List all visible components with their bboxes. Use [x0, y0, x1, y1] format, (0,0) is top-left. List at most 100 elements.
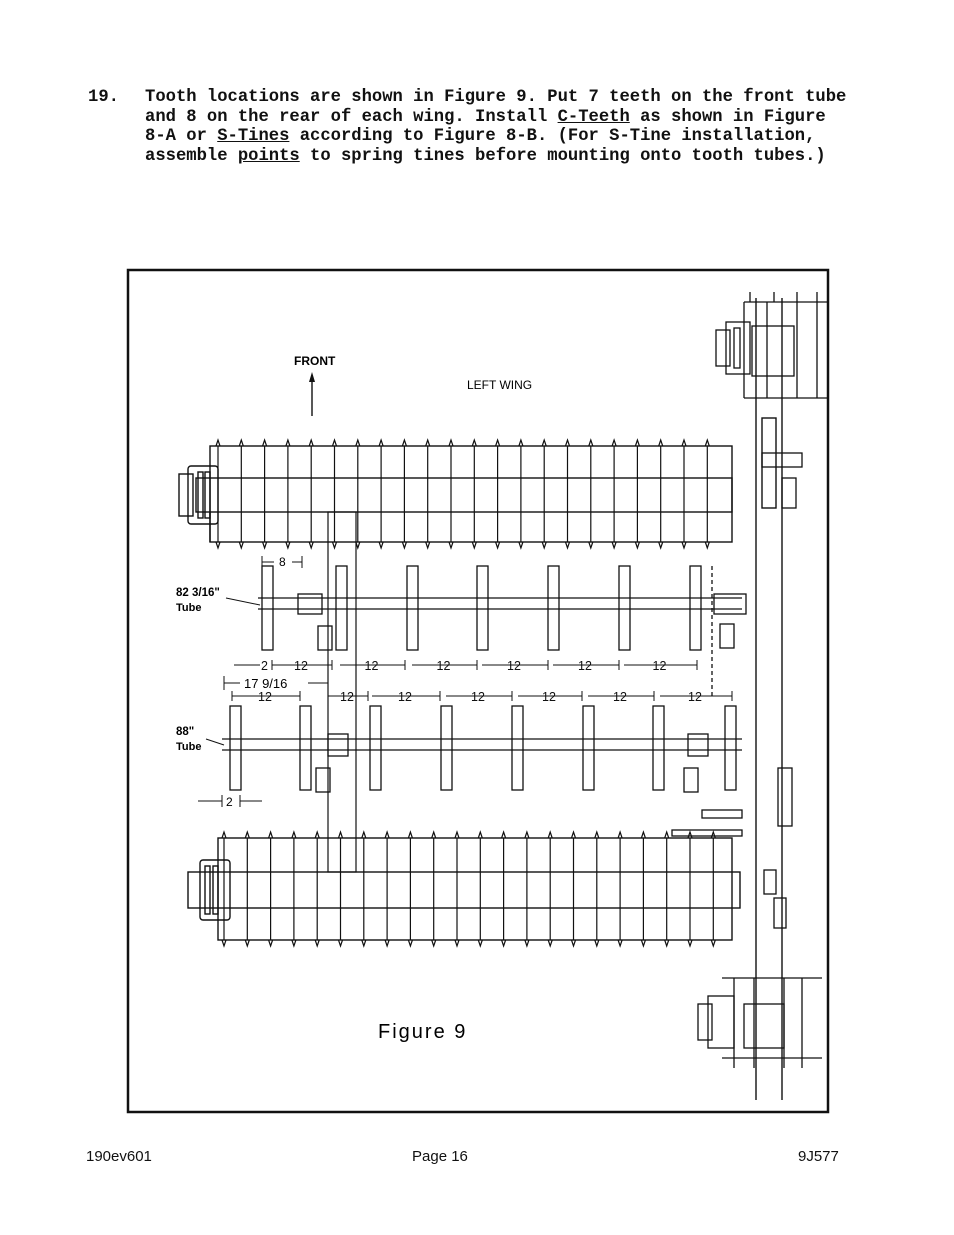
tine [689, 565, 702, 651]
rake-tooth [681, 541, 687, 550]
rake-tooth [448, 541, 454, 550]
rake-tooth [501, 830, 507, 839]
rear-rake [187, 837, 741, 941]
tube-88-tines [229, 705, 737, 791]
rake-tooth [238, 541, 244, 550]
rake-tooth [501, 939, 507, 948]
rake-tooth [518, 438, 524, 447]
rear-rake-teeth [221, 830, 716, 948]
rake-tooth [704, 541, 710, 550]
rake-tooth [425, 541, 431, 550]
rake-tooth [291, 939, 297, 948]
rake-tooth [314, 939, 320, 948]
tube-82-label-b: Tube [176, 602, 201, 614]
rake-tooth [687, 939, 693, 948]
rake-tooth [704, 438, 710, 447]
rake-tooth [710, 830, 716, 839]
tine [369, 705, 382, 791]
footer-part-number: 9J577 [798, 1148, 839, 1165]
rake-tooth [471, 541, 477, 550]
dim-17 [223, 676, 329, 690]
front-rake-teeth [215, 438, 710, 550]
tube-82-tines [261, 565, 702, 651]
wing-label: LEFT WING [467, 378, 532, 392]
rake-tooth [611, 438, 617, 447]
tine [618, 565, 631, 651]
rake-tooth [262, 541, 268, 550]
tine [440, 705, 453, 791]
rake-tooth [378, 438, 384, 447]
rake-tooth [547, 830, 553, 839]
rake-tooth [262, 438, 268, 447]
rake-tooth [238, 438, 244, 447]
rake-tooth [617, 939, 623, 948]
tine [652, 705, 665, 791]
rake-tooth [710, 939, 716, 948]
points-link: points [237, 146, 300, 166]
rake-tooth [687, 830, 693, 839]
top-right-assembly [715, 292, 828, 509]
dim-12-label: 12 [471, 690, 485, 704]
tine [724, 705, 737, 791]
step-text-3: according to Figure 8-B. (For S-Tine ins… [145, 127, 816, 166]
rake-tooth [611, 541, 617, 550]
rake-tooth [664, 939, 670, 948]
rake-tooth [477, 830, 483, 839]
rake-tooth [401, 438, 407, 447]
rake-tooth [308, 541, 314, 550]
tine [335, 565, 348, 651]
rake-tooth [588, 438, 594, 447]
figure-9: FRONT LEFT WING 82 3/16" Tube 88" Tube 8… [122, 268, 832, 1116]
dim-12-label: 12 [507, 659, 521, 673]
rake-tooth [378, 541, 384, 550]
dim-12-label: 12 [688, 690, 702, 704]
rake-tooth [361, 830, 367, 839]
footer-doc-id: 190ev601 [86, 1148, 152, 1165]
c-teeth-link: C-Teeth [557, 107, 630, 127]
tube-88-label-a: 88" [176, 726, 194, 738]
step-text-4: to spring tines before mounting onto too… [299, 146, 826, 166]
s-tines-link: S-Tines [217, 127, 290, 146]
rake-tooth [570, 939, 577, 948]
rake-tooth [215, 541, 221, 550]
rake-tooth [524, 939, 530, 948]
rake-tooth [471, 438, 477, 447]
rake-tooth [337, 830, 344, 839]
rake-tooth [541, 438, 547, 447]
tine [229, 705, 242, 791]
tube-82-label-a: 82 3/16" [176, 587, 220, 599]
dim-12-label: 12 [653, 659, 667, 673]
rake-tooth [454, 939, 460, 948]
tube-82 [258, 566, 747, 698]
step-text-2: as shown in Figure 8-A or [145, 107, 826, 147]
tine [511, 705, 524, 791]
dim-12-label: 12 [258, 690, 272, 704]
dim-2-label: 2 [261, 659, 268, 673]
center-bar [327, 511, 357, 873]
rake-tooth [518, 541, 524, 550]
rake-tooth [524, 830, 530, 839]
dim-12-label: 12 [542, 690, 556, 704]
rake-tooth [407, 830, 413, 839]
rake-tooth [570, 830, 577, 839]
tine [261, 565, 274, 651]
front-arrow-head [309, 372, 315, 382]
rake-tooth [244, 939, 250, 948]
tube-88-label-b: Tube [176, 741, 201, 753]
rake-tooth [448, 438, 454, 447]
tube-88 [222, 733, 742, 793]
rake-tooth [454, 830, 460, 839]
tine [582, 705, 595, 791]
rake-tooth [547, 939, 553, 948]
rake-tooth [308, 438, 314, 447]
tine [476, 565, 489, 651]
rake-tooth [634, 541, 640, 550]
dim-2-bottom [198, 795, 262, 807]
dim-8-label: 8 [279, 555, 286, 569]
dim-12-label: 12 [294, 659, 308, 673]
rake-tooth [431, 830, 437, 839]
rake-tooth [588, 541, 594, 550]
rake-tooth [594, 830, 600, 839]
figure-caption: Figure 9 [378, 1021, 467, 1043]
rake-tooth [401, 541, 407, 550]
